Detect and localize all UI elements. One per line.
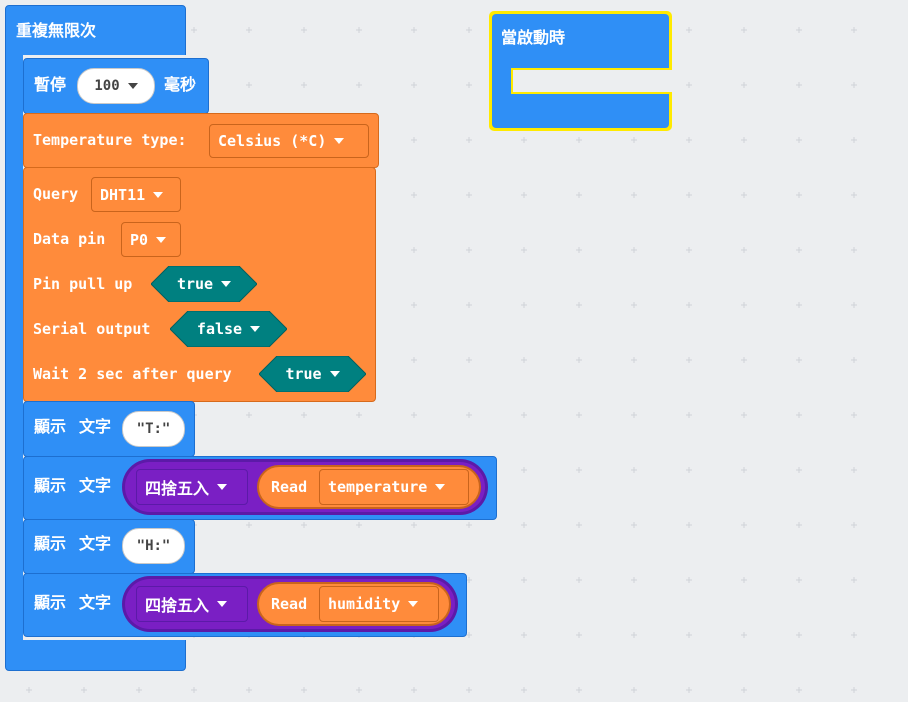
temperature-type-label: Temperature type: — [33, 131, 187, 149]
chevron-down-icon — [435, 484, 446, 490]
wait-boolean-dropdown[interactable]: true — [258, 355, 367, 393]
show-label: 顯示 — [34, 417, 67, 436]
pause-unit: 毫秒 — [164, 75, 197, 94]
read-field-value: humidity — [328, 595, 401, 613]
pull-up-label: Pin pull up — [33, 275, 133, 293]
chevron-down-icon — [127, 83, 138, 89]
serial-output-boolean-dropdown[interactable]: false — [169, 310, 288, 348]
text-value-t: "T:" — [136, 421, 171, 437]
text-input-h[interactable]: "H:" — [122, 528, 185, 564]
chevron-down-icon — [153, 191, 164, 198]
chevron-down-icon — [217, 601, 228, 607]
read-field-dropdown[interactable]: humidity — [319, 586, 439, 622]
round-op-value: 四捨五入 — [145, 479, 210, 498]
data-pin-label: Data pin — [33, 230, 106, 248]
serial-output-value: false — [196, 320, 243, 338]
round-op-value: 四捨五入 — [145, 596, 210, 615]
read-label: Read — [271, 595, 308, 613]
on-start-slot-inner — [513, 70, 672, 92]
show-label: 顯示 — [34, 476, 67, 495]
sensor-value: DHT11 — [100, 185, 146, 204]
read-field-dropdown[interactable]: temperature — [319, 469, 469, 505]
text-label: 文字 — [79, 593, 112, 612]
temperature-unit-value: Celsius (*C) — [218, 132, 327, 150]
query-label: Query — [33, 185, 79, 203]
serial-output-label: Serial output — [33, 320, 151, 338]
data-pin-value: P0 — [130, 230, 149, 249]
on-start-label: 當啟動時 — [501, 28, 566, 47]
pull-up-value: true — [176, 275, 214, 293]
pause-duration-dropdown[interactable]: 100 — [77, 68, 155, 104]
text-value-h: "H:" — [136, 538, 171, 554]
temperature-unit-dropdown[interactable]: Celsius (*C) — [209, 124, 369, 158]
pause-label: 暫停 — [34, 75, 67, 94]
round-op-dropdown[interactable]: 四捨五入 — [136, 586, 248, 622]
chevron-down-icon — [217, 484, 228, 490]
forever-label: 重複無限次 — [16, 21, 97, 40]
data-pin-dropdown[interactable]: P0 — [121, 222, 181, 257]
chevron-down-icon — [221, 281, 232, 287]
chevron-down-icon — [408, 601, 419, 607]
chevron-down-icon — [156, 236, 167, 243]
wait-label: Wait 2 sec after query — [33, 365, 232, 383]
pause-duration-value: 100 — [94, 78, 120, 94]
round-op-dropdown[interactable]: 四捨五入 — [136, 469, 248, 505]
text-input-t[interactable]: "T:" — [122, 411, 185, 447]
read-field-value: temperature — [328, 478, 428, 496]
text-label: 文字 — [79, 417, 112, 436]
show-label: 顯示 — [34, 534, 67, 553]
pull-up-boolean-dropdown[interactable]: true — [150, 265, 258, 303]
text-label: 文字 — [79, 534, 112, 553]
wait-value: true — [285, 365, 322, 383]
sensor-dropdown[interactable]: DHT11 — [91, 177, 181, 212]
read-label: Read — [271, 478, 308, 496]
text-label: 文字 — [79, 476, 112, 495]
chevron-down-icon — [329, 371, 340, 377]
chevron-down-icon — [334, 138, 345, 144]
chevron-down-icon — [250, 326, 261, 332]
show-label: 顯示 — [34, 593, 67, 612]
